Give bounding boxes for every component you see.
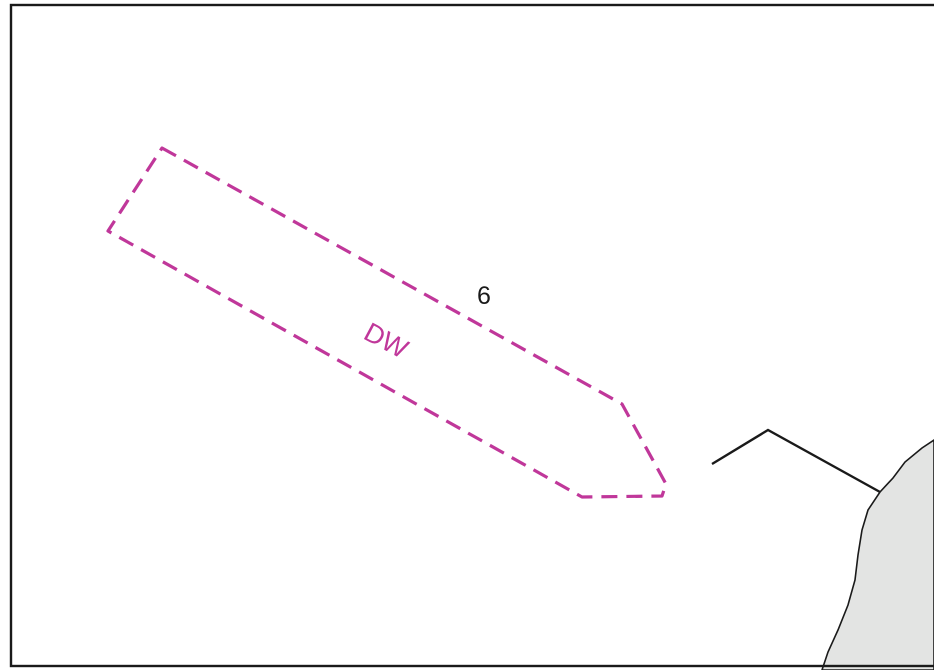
pier-line xyxy=(711,428,881,494)
dw-area-outline xyxy=(106,146,668,499)
land-area xyxy=(821,439,934,670)
chart-border xyxy=(9,3,934,668)
depth-sounding-label: 6 xyxy=(477,282,491,310)
